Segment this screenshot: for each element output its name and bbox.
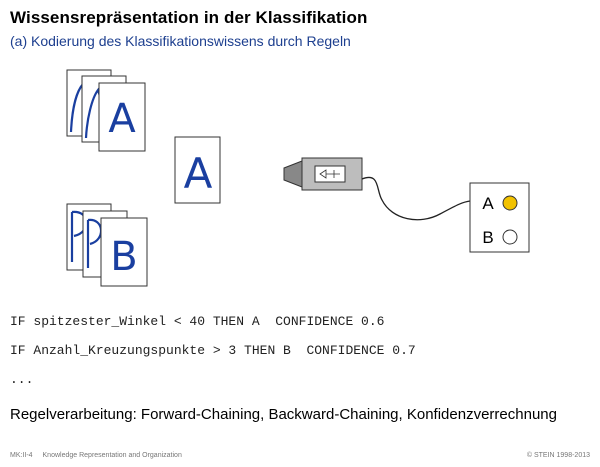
rule-ellipsis: ... [10, 372, 34, 387]
input-card [174, 136, 221, 204]
slide-subtitle: (a) Kodierung des Klassifikationswissens… [10, 33, 351, 49]
a-card-stack [66, 69, 146, 152]
classification-figure: A A B A B [66, 69, 530, 287]
footer-chapter: MK:II-4 [10, 452, 33, 459]
b-card-stack [66, 203, 148, 287]
footer-copyright: © STEIN 1998-2013 [526, 452, 590, 459]
rule-line-1: IF spitzester_Winkel < 40 THEN A CONFIDE… [10, 314, 385, 329]
output-label-a: A [482, 194, 494, 213]
b-card-front [100, 217, 148, 287]
footer-topic: Knowledge Representation and Organizatio… [42, 452, 182, 459]
camera-icon [283, 157, 363, 191]
output-label-b: B [482, 228, 493, 247]
lamp-b-off [502, 229, 518, 245]
a-card-letter: A [108, 96, 136, 142]
output-panel [469, 182, 530, 253]
footer-left: MK:II-4 Knowledge Representation and Org… [10, 452, 190, 459]
a-card-front [98, 82, 146, 152]
slide-title: Wissensrepräsentation in der Klassifikat… [10, 8, 368, 27]
connection-cable [361, 176, 471, 221]
rule-line-2: IF Anzahl_Kreuzungspunkte > 3 THEN B CON… [10, 343, 416, 358]
rule-processing-text: Regelverarbeitung: Forward-Chaining, Bac… [10, 406, 557, 423]
lamp-a-on [502, 195, 518, 211]
b-card-letter: B [110, 234, 137, 280]
input-card-letter: A [184, 149, 213, 198]
